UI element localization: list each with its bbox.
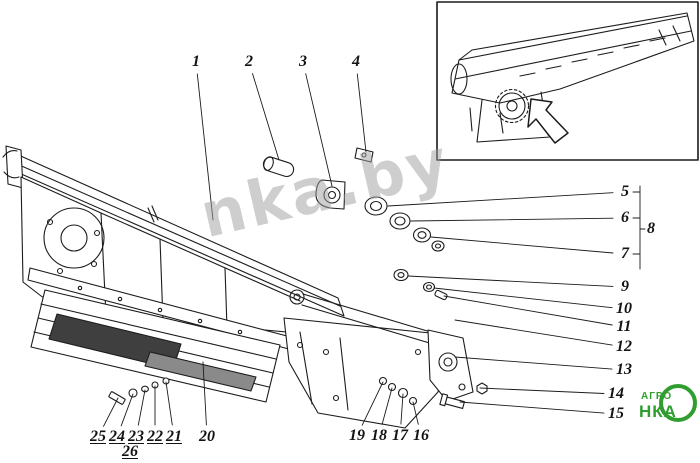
leader-lines bbox=[103, 73, 646, 427]
inset-sprocket bbox=[498, 92, 526, 120]
leader-line-23 bbox=[137, 389, 146, 426]
bolts-right bbox=[439, 382, 488, 410]
leader-line-2 bbox=[252, 73, 280, 161]
leader-line-6 bbox=[410, 217, 614, 222]
leader-line-11 bbox=[443, 295, 613, 326]
group-bracket-8 bbox=[632, 185, 646, 270]
leader-line-3 bbox=[305, 73, 333, 187]
logo-circle-icon bbox=[659, 384, 697, 422]
clamp-bracket-part bbox=[315, 179, 346, 210]
logo-top-text: АГРО bbox=[641, 391, 673, 402]
pin-part bbox=[262, 156, 295, 178]
leader-line-15 bbox=[459, 401, 605, 414]
leader-line-21 bbox=[165, 381, 173, 426]
logo-bottom-text: НКА bbox=[639, 402, 677, 421]
leader-line-25 bbox=[103, 397, 119, 427]
leader-line-18 bbox=[381, 387, 393, 425]
leader-line-9 bbox=[407, 275, 614, 287]
rubber-shield bbox=[48, 313, 257, 392]
leader-line-14 bbox=[479, 387, 605, 394]
inset-overview bbox=[436, 1, 699, 161]
support-bracket bbox=[427, 329, 474, 402]
pointer-arrow-icon bbox=[527, 98, 569, 144]
key-part bbox=[354, 147, 374, 163]
panel-opening bbox=[43, 207, 105, 269]
bolts-bottom-left bbox=[108, 377, 170, 405]
right-side-plate bbox=[283, 317, 450, 429]
leader-line-16 bbox=[412, 401, 419, 425]
leader-line-17 bbox=[400, 393, 404, 425]
leader-line-24 bbox=[120, 393, 134, 427]
leader-line-4 bbox=[356, 73, 367, 153]
inset-border bbox=[436, 1, 699, 161]
leader-line-1 bbox=[196, 73, 214, 221]
hinge-arm bbox=[289, 289, 445, 348]
leader-line-7 bbox=[430, 236, 614, 254]
leader-line-13 bbox=[454, 356, 613, 370]
leader-line-10 bbox=[433, 287, 613, 309]
leader-line-20 bbox=[202, 361, 207, 426]
leader-line-19 bbox=[361, 381, 384, 426]
leader-line-5 bbox=[387, 192, 614, 207]
washer-parts bbox=[393, 268, 448, 301]
bearing-rings bbox=[364, 196, 445, 252]
leader-line-12 bbox=[454, 319, 613, 346]
brand-logo: АГРО НКА bbox=[635, 384, 697, 430]
